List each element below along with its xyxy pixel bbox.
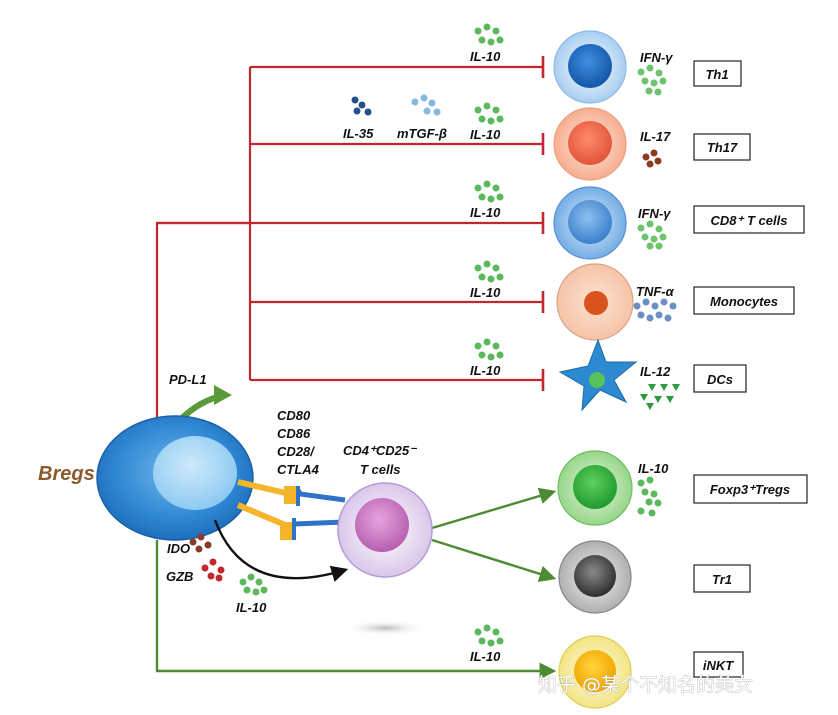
tr1-cell <box>558 540 632 614</box>
watermark: 知乎 @某个不知名的美女 <box>538 674 753 696</box>
il12-label-dcs: IL-12 <box>640 364 671 379</box>
induce-line-foxp3 <box>431 487 557 530</box>
costim-label-2: CD86 <box>277 426 311 441</box>
il10-dot-cluster-dcs <box>474 338 504 361</box>
costim-label-3: CD28/ <box>277 444 315 459</box>
pd-l1-label: PD-L1 <box>169 372 207 387</box>
ido-label: IDO <box>167 541 190 556</box>
gzb-dots <box>201 558 225 582</box>
name-dcs: DCs <box>707 372 733 387</box>
il17-label-th17: IL-17 <box>640 129 671 144</box>
il10-label-th17: IL-10 <box>470 127 501 142</box>
tnf-alpha-label-monocytes: TNF-α <box>636 284 675 299</box>
name-tr1: Tr1 <box>712 572 732 587</box>
th1-cell <box>553 30 627 104</box>
il10-bottom-label: IL-10 <box>236 600 267 615</box>
name-inkt: iNKT <box>703 658 734 673</box>
ifn-gamma-dots-th1 <box>637 64 667 96</box>
induce-line-inkt <box>155 540 557 680</box>
il10-dot-cluster-th17 <box>474 102 504 125</box>
il35-label: IL-35 <box>343 126 374 141</box>
il10-label-inkt: IL-10 <box>470 649 501 664</box>
ifn-gamma-label-cd8: IFN-γ <box>638 206 671 221</box>
il10-label-foxp3: IL-10 <box>638 461 669 476</box>
name-box-dcs: DCs <box>693 364 747 393</box>
red-trunk-line <box>155 221 250 420</box>
cd4-label-line1: CD4⁺CD25⁻ <box>343 443 418 458</box>
inhibition-lines <box>155 56 545 420</box>
name-box-inkt: iNKT <box>693 651 744 678</box>
il10-dot-cluster-inkt <box>474 624 504 647</box>
name-box-cd8: CD8⁺ T cells <box>693 205 805 234</box>
cd4-t-cell <box>337 482 433 578</box>
breg-cell <box>96 415 254 541</box>
il10-label-monocytes: IL-10 <box>470 285 501 300</box>
name-foxp3: Foxp3⁺Tregs <box>710 482 790 497</box>
induction-lines <box>155 487 557 680</box>
ifn-gamma-dots-cd8 <box>637 220 667 250</box>
il10-label-th1: IL-10 <box>470 49 501 64</box>
dc-cell <box>558 338 638 412</box>
costim-label-1: CD80 <box>277 408 311 423</box>
il10-dot-cluster-cd8 <box>474 180 504 203</box>
cd8-cell <box>553 186 627 260</box>
cd4-cell-shadow <box>343 620 427 636</box>
name-box-th17: Th17 <box>693 133 751 161</box>
il10-dots-foxp3 <box>637 476 662 517</box>
gzb-label: GZB <box>166 569 193 584</box>
costim-label-4: CTLA4 <box>277 462 320 477</box>
name-monocytes: Monocytes <box>710 294 778 309</box>
name-box-foxp3: Foxp3⁺Tregs <box>693 474 808 504</box>
name-th17: Th17 <box>707 140 738 155</box>
name-box-tr1: Tr1 <box>693 564 751 593</box>
cd4-label-line2: T cells <box>360 462 400 477</box>
foxp3-treg-cell <box>557 450 633 526</box>
monocyte-cell <box>556 263 634 341</box>
il17-dots-th17 <box>642 149 662 168</box>
il10-dot-cluster-th1 <box>474 23 504 46</box>
il10-label-dcs: IL-10 <box>470 363 501 378</box>
costim-receptors <box>236 479 346 540</box>
induce-line-tr1 <box>431 538 557 582</box>
il10-label-cd8: IL-10 <box>470 205 501 220</box>
inkt-cell <box>558 635 632 709</box>
il35-dots <box>351 96 372 116</box>
th17-cell <box>553 107 627 181</box>
name-cd8: CD8⁺ T cells <box>711 213 788 228</box>
name-th1: Th1 <box>705 67 728 82</box>
ifn-gamma-label-th1: IFN-γ <box>640 50 673 65</box>
il12-triangles-dcs <box>640 384 680 410</box>
name-box-monocytes: Monocytes <box>693 286 795 315</box>
breg-nucleus <box>153 436 237 510</box>
ido-dots <box>189 533 212 553</box>
pd-l1-arrow-head <box>214 385 232 405</box>
il10-bottom-dots <box>239 573 268 596</box>
breg-label: Bregs <box>38 463 95 485</box>
name-box-th1: Th1 <box>693 60 742 87</box>
mtgfb-label: mTGF-β <box>397 126 447 141</box>
tnf-alpha-dots-monocytes <box>633 298 677 322</box>
secretion-arrow <box>213 519 349 582</box>
mtgfb-dots <box>411 94 441 116</box>
il10-dot-cluster-monocytes <box>474 260 504 283</box>
